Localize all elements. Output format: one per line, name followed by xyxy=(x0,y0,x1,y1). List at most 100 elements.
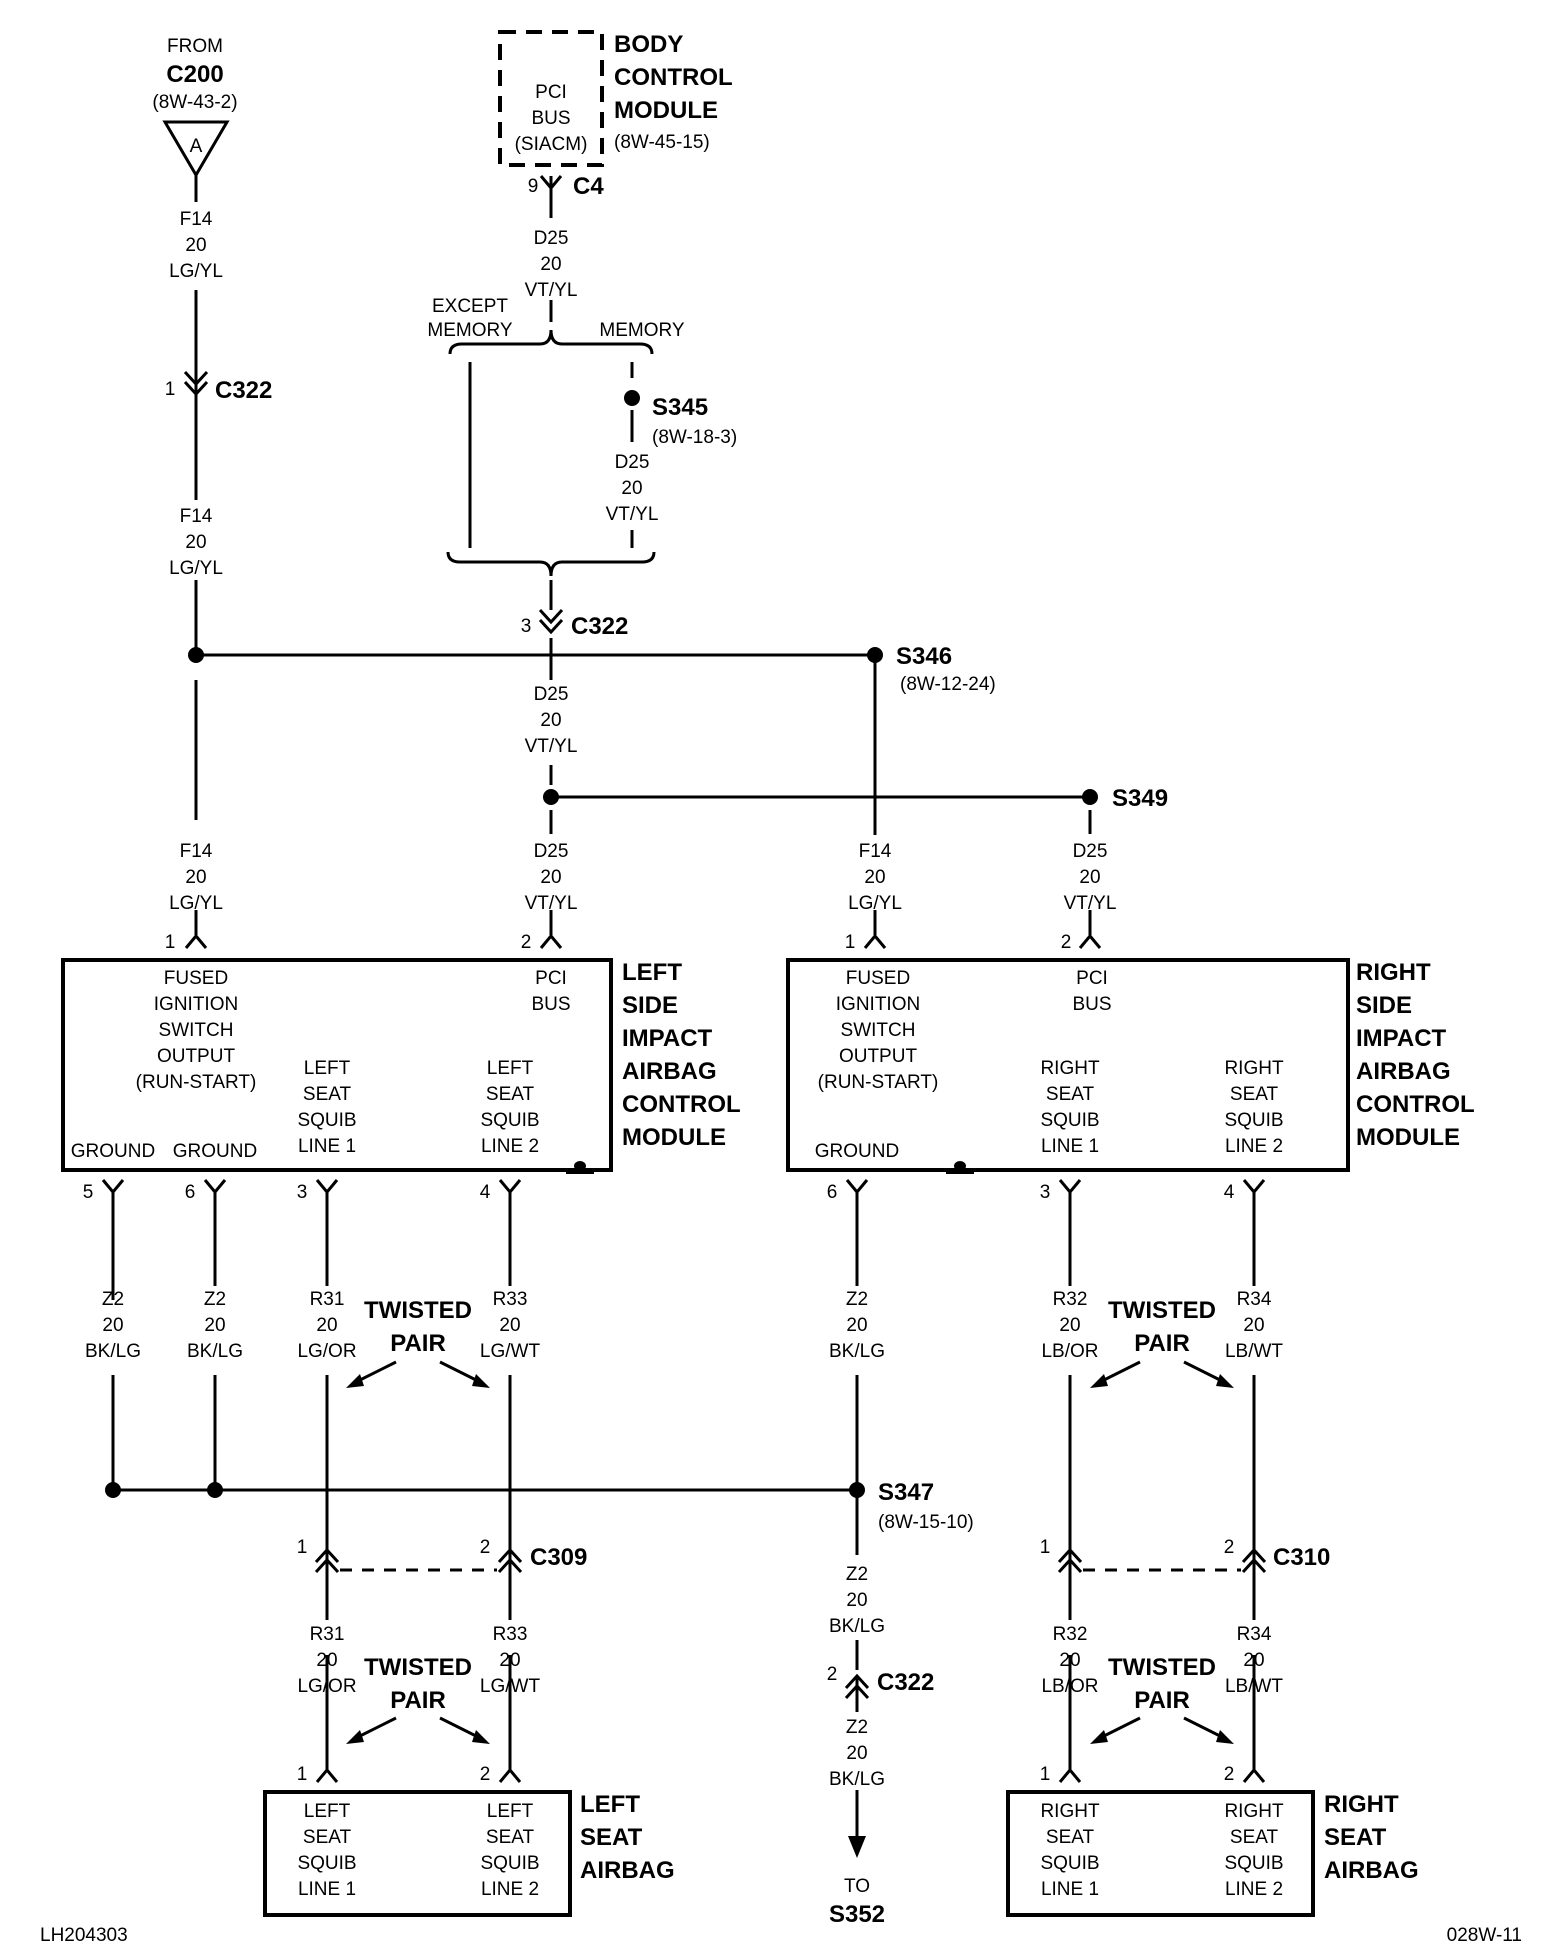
wire-code: F14 xyxy=(859,841,892,862)
wire-color: BK/LG xyxy=(85,1341,141,1362)
line1-label: SEAT xyxy=(303,1827,352,1848)
pin-label: 1 xyxy=(297,1764,308,1785)
wire-gauge: 20 xyxy=(846,1743,867,1764)
right-seat-title: AIRBAG xyxy=(1324,1857,1419,1884)
pin-label: 1 xyxy=(845,932,856,953)
line2-label: RIGHT xyxy=(1224,1801,1284,1822)
pci-label: PCI xyxy=(1076,968,1108,989)
arrowhead xyxy=(472,1730,490,1744)
pin-label: 3 xyxy=(521,616,532,637)
module-pins: 1 2 1 2 5 6 3 4 6 3 4 1 2 1 2 xyxy=(83,932,1266,1785)
pin-chevron-icon xyxy=(1058,1179,1082,1195)
case-ground-icon xyxy=(946,1161,974,1174)
arrow-left-icon xyxy=(355,1360,397,1384)
c309-label: C309 xyxy=(530,1544,587,1571)
arrow-down-icon xyxy=(848,1836,866,1858)
wire-gauge: 20 xyxy=(102,1315,123,1336)
fused-label: IGNITION xyxy=(154,994,238,1015)
wire-gauge: 20 xyxy=(1059,1650,1080,1671)
line2-label: LINE 2 xyxy=(481,1879,539,1900)
wire-gauge: 20 xyxy=(540,867,561,888)
pin-chevron-icon xyxy=(101,1179,125,1195)
wire-gauge: 20 xyxy=(316,1315,337,1336)
line1-label: SQUIB xyxy=(1040,1853,1099,1874)
pin-label: 1 xyxy=(1040,1764,1051,1785)
pin-chevron-icon xyxy=(184,933,208,949)
c310-label: C310 xyxy=(1273,1544,1330,1571)
right-seat-airbag: RIGHT SEAT SQUIB LINE 1 RIGHT SEAT SQUIB… xyxy=(1006,1790,1419,1917)
wire-gauge: 20 xyxy=(540,254,561,275)
left-seat-title: LEFT xyxy=(580,1791,640,1818)
wire-code: D25 xyxy=(534,684,569,705)
pin-label: 1 xyxy=(165,379,176,400)
wire-gauge: 20 xyxy=(1059,1315,1080,1336)
s352-label: S352 xyxy=(829,1901,885,1928)
splice-s346-dot xyxy=(867,647,883,663)
pin-chevron-icon xyxy=(539,933,563,949)
right-module-title: IMPACT xyxy=(1356,1025,1447,1052)
c322-label: C322 xyxy=(571,613,628,640)
pci-label: PCI xyxy=(535,968,567,989)
bcm-inner-1: PCI xyxy=(535,82,567,103)
right-seat-box xyxy=(1006,1790,1315,1917)
splice-dot-gnd1 xyxy=(105,1482,121,1498)
wires xyxy=(111,175,1256,1858)
squib2-label: RIGHT xyxy=(1224,1058,1284,1079)
line1-label: SEAT xyxy=(1046,1827,1095,1848)
left-module-title: LEFT xyxy=(622,959,682,986)
fused-label: (RUN-START) xyxy=(818,1072,939,1093)
pin-label: 3 xyxy=(297,1182,308,1203)
right-module-title: AIRBAG xyxy=(1356,1058,1451,1085)
fused-label: SWITCH xyxy=(841,1020,916,1041)
left-seat-title: AIRBAG xyxy=(580,1857,675,1884)
line1-label: SQUIB xyxy=(297,1853,356,1874)
arrowhead xyxy=(1216,1374,1234,1388)
wire-gauge: 20 xyxy=(185,532,206,553)
wire-gauge: 20 xyxy=(204,1315,225,1336)
wire-gauge: 20 xyxy=(499,1315,520,1336)
squib1-label: LINE 1 xyxy=(1041,1136,1099,1157)
pin-chevron-icon xyxy=(1242,1767,1266,1783)
wire-code: D25 xyxy=(1073,841,1108,862)
bcm-title-1: BODY xyxy=(614,31,683,58)
twisted-pair-label: PAIR xyxy=(390,1687,446,1714)
pin-label: 1 xyxy=(165,932,176,953)
wire-gauge: 20 xyxy=(540,710,561,731)
wire-color: LG/YL xyxy=(169,558,223,579)
fused-label: (RUN-START) xyxy=(136,1072,257,1093)
splice-dot-gnd2 xyxy=(207,1482,223,1498)
c322-label: C322 xyxy=(877,1669,934,1696)
bcm-pin: 9 xyxy=(528,176,539,197)
source-c200: FROM C200 (8W-43-2) A xyxy=(152,36,238,178)
except-memory-2: MEMORY xyxy=(427,320,512,341)
right-module-box xyxy=(786,958,1350,1172)
s345-label: S345 xyxy=(652,394,708,421)
footer-code-left: LH204303 xyxy=(40,1925,128,1946)
twisted-pair-label: TWISTED xyxy=(364,1654,472,1681)
line1-label: LEFT xyxy=(304,1801,351,1822)
wire-color: VT/YL xyxy=(606,504,659,525)
wire-color: LG/OR xyxy=(297,1341,356,1362)
arrowhead xyxy=(1090,1730,1108,1744)
wire-color: BK/LG xyxy=(187,1341,243,1362)
wire-color: LB/OR xyxy=(1041,1341,1098,1362)
pin-chevron-icon xyxy=(498,1179,522,1195)
pin-chevron-icon xyxy=(315,1767,339,1783)
bcm-ref: (8W-45-15) xyxy=(614,132,710,153)
fused-label: OUTPUT xyxy=(839,1046,918,1067)
pin-label: 2 xyxy=(1224,1764,1235,1785)
twisted-pair-label: TWISTED xyxy=(1108,1654,1216,1681)
wire-gauge: 20 xyxy=(621,478,642,499)
squib2-label: SEAT xyxy=(486,1084,535,1105)
pin-label: 6 xyxy=(827,1182,838,1203)
wire-color: VT/YL xyxy=(1064,893,1117,914)
right-seat-title: SEAT xyxy=(1324,1824,1387,1851)
wire-code: F14 xyxy=(180,506,213,527)
connector-symbols: 1 C322 3 C322 1 2 C309 2 C322 1 2 C310 xyxy=(165,175,1330,1712)
connector-chevron-icon xyxy=(538,608,564,635)
line2-label: LINE 2 xyxy=(1225,1879,1283,1900)
wire-gauge: 20 xyxy=(185,867,206,888)
left-side-impact-airbag-module: FUSED IGNITION SWITCH OUTPUT (RUN-START)… xyxy=(61,958,741,1174)
to-label: TO xyxy=(844,1876,870,1897)
left-seat-title: SEAT xyxy=(580,1824,643,1851)
